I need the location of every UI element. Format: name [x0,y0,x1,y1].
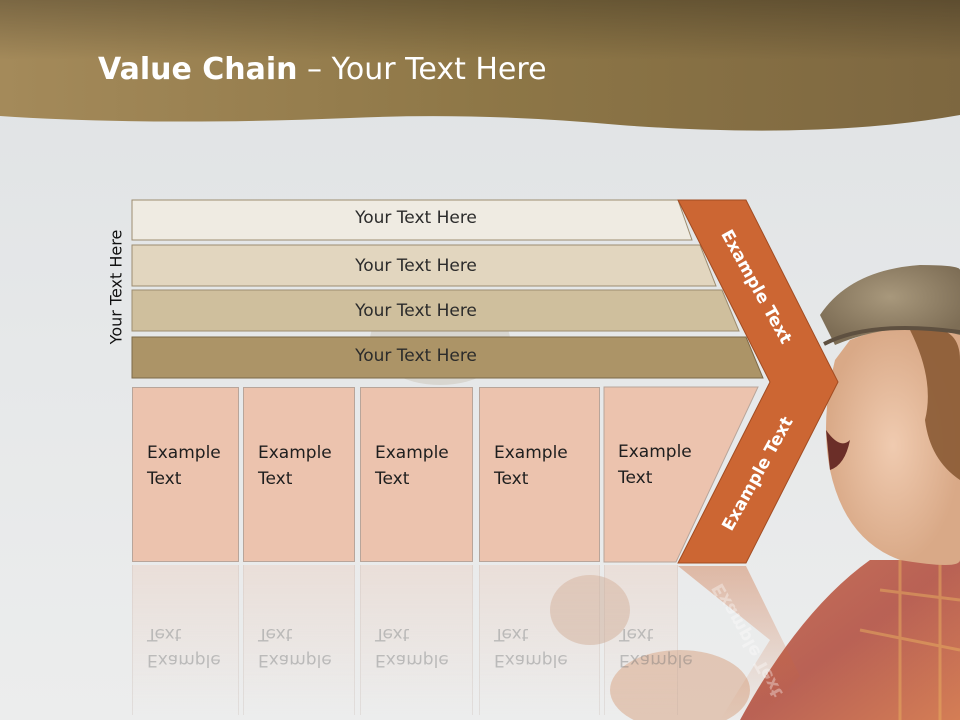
title-bold: Value Chain [98,52,298,87]
box-reflection: Example Text [604,565,693,715]
activity-box-1: Example Text [132,387,239,562]
reflection-text: Example Text [147,624,221,670]
slide-title: Value Chain – Your Text Here [98,52,547,87]
reflection-text: Example Text [258,624,332,670]
activity-box-5: Example Text [604,387,692,562]
bar-label-1: Your Text Here [355,208,477,228]
activity-box-4: Example Text [479,387,600,562]
support-bar [131,199,693,241]
bar-label-3: Your Text Here [355,301,477,321]
box-text: Example Text [375,443,449,489]
box-reflection: Example Text [243,565,355,715]
box-text: Example Text [494,443,568,489]
boy-photo [740,265,960,720]
ghost-shape [550,575,630,645]
activity-box-3: Example Text [360,387,473,562]
support-bar [131,289,740,332]
bar-label-2: Your Text Here [355,256,477,276]
chevron-reflection [678,566,800,720]
box-text: Example Text [147,443,221,489]
box-reflection: Example Text [479,565,600,715]
title-rest: – Your Text Here [297,52,547,87]
box-text: Example Text [258,443,332,489]
reflection-text: Example Text [494,624,568,670]
reflection-text: Example Text [375,624,449,670]
support-bar [131,336,764,379]
box-reflection: Example Text [360,565,473,715]
margin-chevron [677,199,839,564]
box-reflection: Example Text [132,565,239,715]
activity-box-2: Example Text [243,387,355,562]
reflection-text: Example Text [619,624,693,670]
bar-label-4: Your Text Here [355,346,477,366]
box-text: Example Text [618,442,692,488]
support-bar [131,244,717,287]
ghost-shape [610,650,750,720]
activity-box-angled [603,386,759,563]
